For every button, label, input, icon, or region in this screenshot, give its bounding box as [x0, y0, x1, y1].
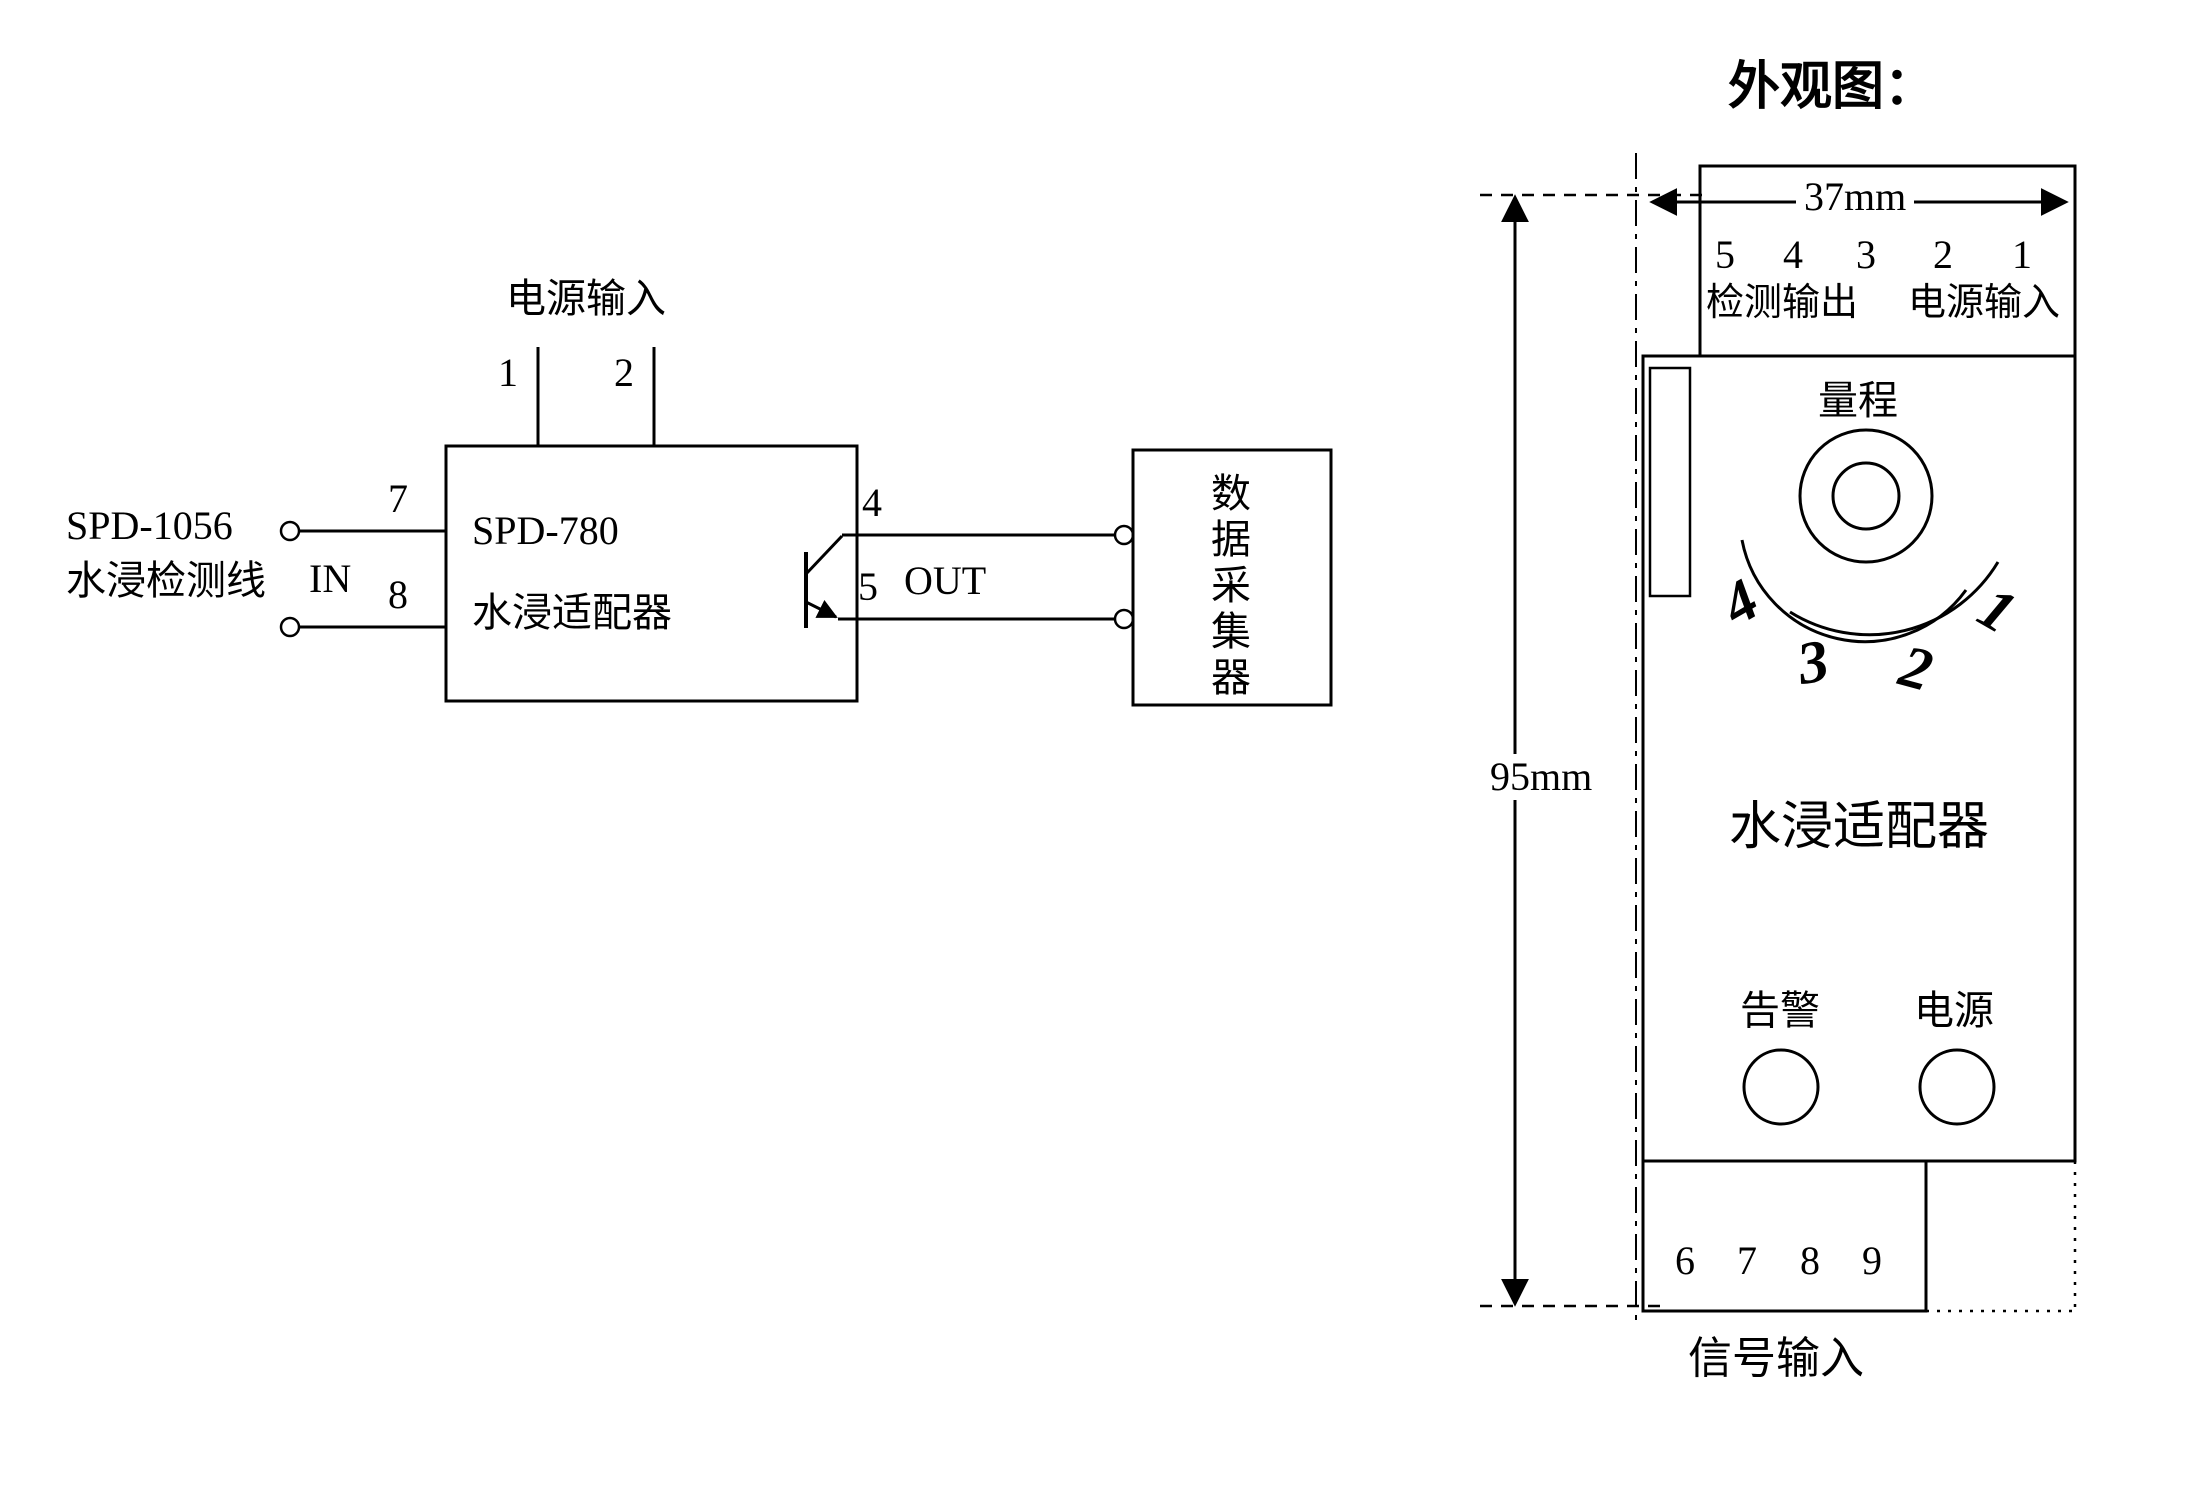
collector-label: 数据采集器 [1205, 472, 1250, 702]
width-dimension-label: 37mm [1796, 174, 1915, 220]
top-pin-1-label: 1 [2012, 232, 2032, 277]
top-pin-2-label: 2 [1933, 232, 1953, 277]
dial-arc-2 [1789, 561, 2000, 637]
power-pin1-label: 1 [498, 350, 518, 395]
out-label: OUT [904, 558, 987, 603]
range-knob-inner[interactable] [1831, 461, 1901, 531]
adapter-model-label: SPD-780 [472, 508, 619, 553]
sensor-model-label: SPD-1056 [66, 503, 233, 548]
transistor-collector [804, 534, 844, 576]
adapter-box [444, 444, 859, 703]
range-knob-outer[interactable] [1798, 428, 1934, 564]
input-terminal-8 [279, 616, 301, 638]
height-dimension-label: 95mm [1482, 754, 1601, 800]
pin7-label: 7 [388, 476, 408, 521]
in-label: IN [309, 556, 352, 601]
top-pin-5-label: 5 [1715, 232, 1735, 277]
bottom-pin-6-label: 6 [1675, 1238, 1695, 1283]
signal-input-label: 信号输入 [1688, 1334, 1864, 1383]
power-led-label: 电源 [1914, 988, 1994, 1033]
top-pin-3-label: 3 [1856, 232, 1876, 277]
pin8-label: 8 [388, 572, 408, 617]
alarm-label: 告警 [1740, 988, 1820, 1033]
range-knob-label: 量程 [1818, 378, 1898, 423]
alarm-led [1742, 1048, 1820, 1126]
transistor-emitter [805, 600, 838, 619]
power-led [1918, 1048, 1996, 1126]
input-terminal-7 [279, 520, 301, 542]
pin5-label: 5 [858, 564, 878, 609]
dial-arc-1 [1740, 539, 1968, 644]
bottom-pin-7-label: 7 [1737, 1238, 1757, 1283]
power-pin2-label: 2 [614, 350, 634, 395]
output-terminal-4 [1113, 524, 1135, 546]
din-rail-slot [1648, 366, 1692, 598]
appearance-title: 外观图： [1728, 59, 1937, 116]
power-input-label: 电源输入 [506, 276, 666, 321]
detect-output-label: 检测输出 [1706, 282, 1859, 324]
top-pin-4-label: 4 [1783, 232, 1803, 277]
device-front-label: 水浸适配器 [1728, 799, 1989, 856]
pin4-label: 4 [862, 480, 882, 525]
bottom-pin-9-label: 9 [1862, 1238, 1882, 1283]
collector-box [1131, 448, 1333, 707]
adapter-name-label: 水浸适配器 [472, 590, 672, 635]
bottom-terminal-block [1641, 1159, 1928, 1313]
bottom-pin-8-label: 8 [1800, 1238, 1820, 1283]
device-body [1641, 354, 2077, 1163]
output-terminal-5 [1113, 608, 1135, 630]
sensor-name-label: 水浸检测线 [66, 558, 266, 603]
power-input-top-label: 电源输入 [1908, 282, 2061, 324]
